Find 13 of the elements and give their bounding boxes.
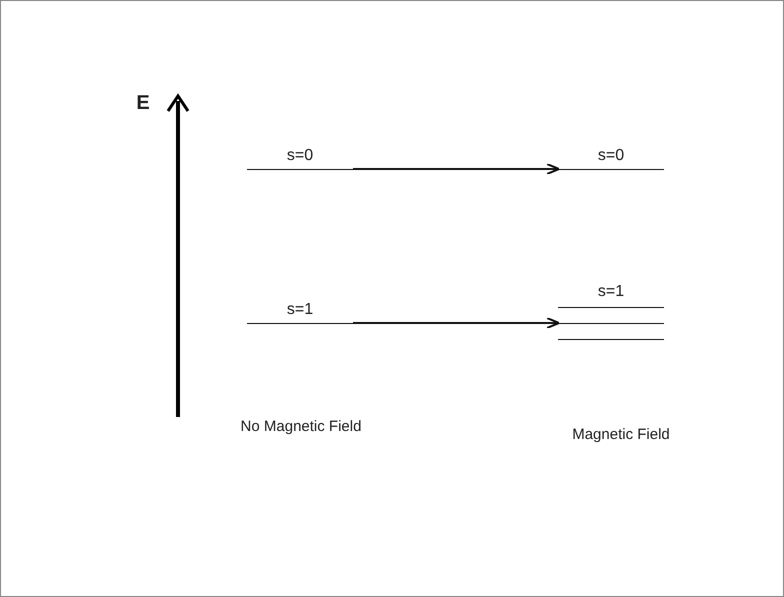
column-label: No Magnetic Field <box>240 417 362 437</box>
arrow <box>353 163 560 175</box>
axis-label: E <box>135 91 151 115</box>
energy-level <box>247 147 353 170</box>
level-label: s=0 <box>596 147 626 165</box>
column-label: Magnetic Field <box>571 425 671 445</box>
energy-level <box>558 283 664 340</box>
level-label: s=1 <box>286 301 314 319</box>
energy-level <box>247 301 353 324</box>
level-label: s=0 <box>286 147 314 165</box>
energy-level <box>558 147 664 170</box>
level-label: s=1 <box>596 283 626 301</box>
arrow <box>353 317 560 329</box>
